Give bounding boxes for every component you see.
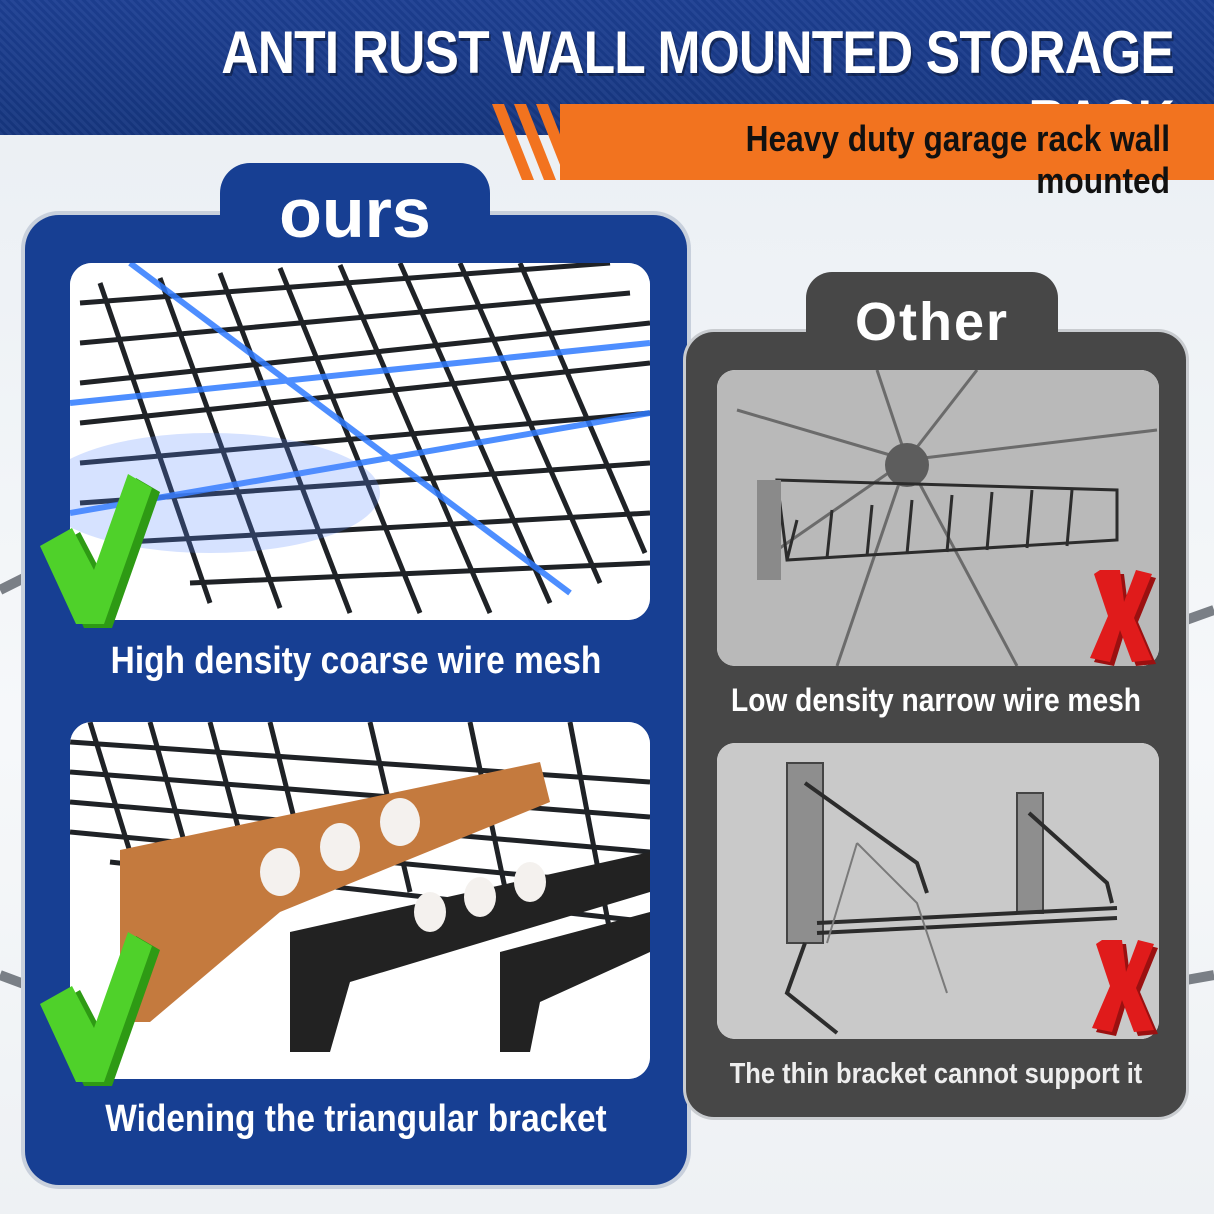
x-mark-icon	[1090, 570, 1156, 666]
ours-bracket-image	[70, 722, 650, 1079]
other-caption-2: The thin bracket cannot support it	[729, 1058, 1143, 1090]
ours-mesh-image	[70, 263, 650, 620]
ours-label: ours	[220, 163, 490, 263]
subtitle: Heavy duty garage rack wall mounted	[745, 118, 1170, 201]
other-bracket-image	[717, 743, 1159, 1039]
ours-caption-2: Widening the triangular bracket	[105, 1098, 607, 1140]
checkmark-icon	[40, 932, 160, 1086]
ours-caption-1: High density coarse wire mesh	[110, 640, 602, 682]
other-caption-1: Low density narrow wire mesh	[731, 682, 1141, 718]
subtitle-banner	[560, 104, 1214, 180]
other-label: Other	[806, 272, 1058, 372]
checkmark-icon	[40, 474, 160, 628]
x-mark-icon	[1092, 940, 1158, 1036]
page-title: ANTI RUST WALL MOUNTED STORAGE RACK	[221, 19, 1175, 155]
other-mesh-image	[717, 370, 1159, 666]
